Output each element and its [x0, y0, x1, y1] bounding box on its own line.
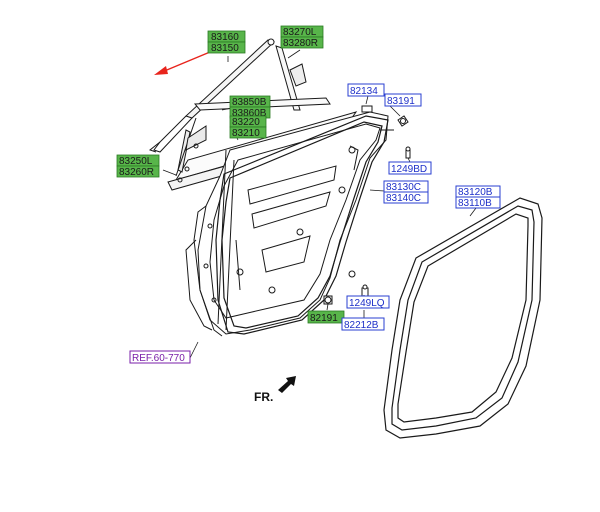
label-83160-83150[interactable]: 83160 83150 [207, 30, 246, 54]
part-number-83220: 83220 [232, 117, 260, 128]
fr-label: FR. [254, 390, 273, 404]
part-number-83250l: 83250L [119, 156, 153, 167]
label-82212b[interactable]: 82212B [341, 317, 385, 331]
label-83220-83210[interactable]: 83220 83210 [229, 115, 267, 139]
part-number-83140c: 83140C [386, 193, 421, 204]
part-number-1249lq: 1249LQ [349, 298, 385, 309]
label-83270l-83280r[interactable]: 83270L 83280R [280, 25, 324, 49]
part-number-83270l: 83270L [283, 27, 317, 38]
door-inner-panel [185, 111, 394, 337]
label-82134[interactable]: 82134 [347, 83, 385, 97]
label-83191[interactable]: 83191 [384, 93, 422, 107]
part-number-83150: 83150 [211, 43, 239, 54]
part-number-83191: 83191 [387, 96, 415, 107]
label-1249lq[interactable]: 1249LQ [346, 295, 390, 309]
reference-number: REF.60-770 [132, 353, 185, 364]
label-83250l-83260r[interactable]: 83250L 83260R [116, 154, 160, 178]
label-83120b-83110b[interactable]: 83120B 83110B [455, 185, 501, 209]
part-number-82212b: 82212B [344, 320, 379, 331]
clips-and-bolts [323, 105, 411, 305]
label-ref-60-770[interactable]: REF.60-770 [129, 350, 191, 364]
door-side-weatherstrip [215, 115, 389, 335]
highlight-arrow [154, 51, 211, 75]
part-number-83130c: 83130C [386, 182, 421, 193]
part-number-83120b: 83120B [458, 187, 493, 198]
door-rear-channel [275, 45, 307, 111]
label-82191[interactable]: 82191 [307, 310, 345, 324]
part-number-83850b: 83850B [232, 97, 267, 108]
part-number-82134: 82134 [350, 86, 378, 97]
label-83850b-83860b[interactable]: 83850B 83860B [229, 95, 271, 119]
part-number-83160: 83160 [211, 32, 239, 43]
body-side-weatherstrip [383, 197, 543, 439]
label-1249bd[interactable]: 1249BD [388, 161, 432, 175]
part-number-83280r: 83280R [283, 38, 318, 49]
front-direction-indicator: FR. [254, 376, 296, 404]
label-83130c-83140c[interactable]: 83130C 83140C [383, 180, 429, 204]
part-number-83210: 83210 [232, 128, 260, 139]
part-number-1249bd: 1249BD [391, 164, 427, 175]
part-number-82191: 82191 [310, 313, 338, 324]
part-number-83260r: 83260R [119, 167, 154, 178]
part-number-83110b: 83110B [458, 198, 492, 209]
part-number-83860b: 83860B [232, 108, 267, 119]
window-frame-molding [148, 38, 275, 153]
